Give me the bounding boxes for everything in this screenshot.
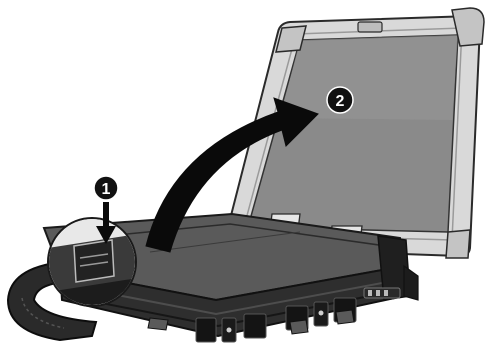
latch-tab [74,240,114,282]
step-2-number: 2 [336,93,345,110]
step-1-number: 1 [102,181,111,198]
step-1-badge: 1 [94,176,118,200]
lid-bumper-bottom-right [446,230,470,258]
step-2-badge: 2 [327,87,353,113]
lid-latch [358,22,382,32]
